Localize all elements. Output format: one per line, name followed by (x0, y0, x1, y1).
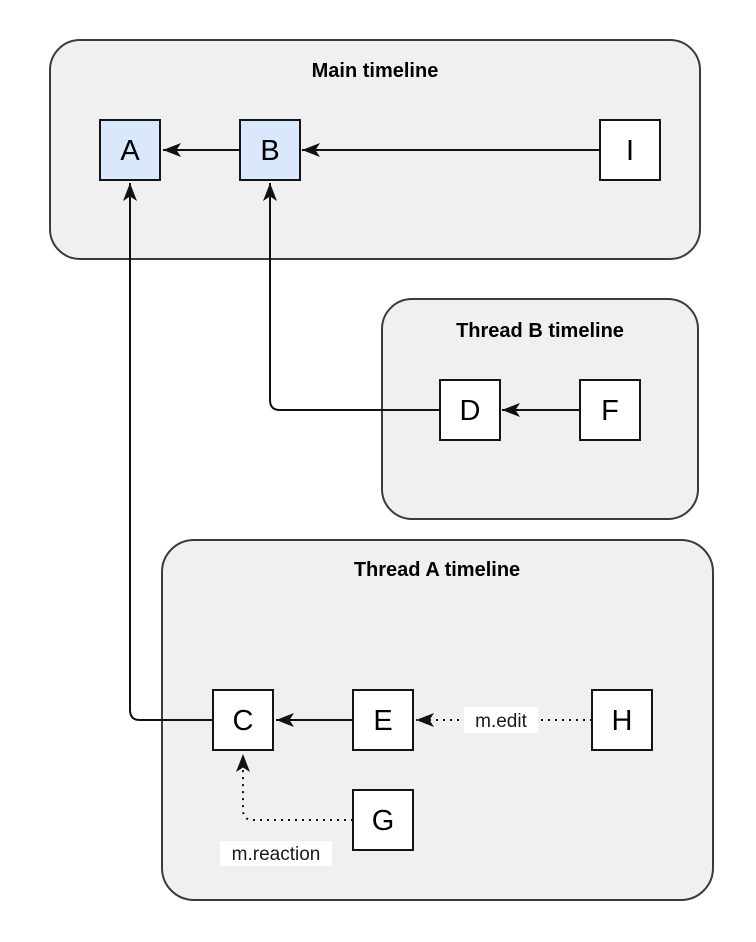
node-f: F (579, 379, 641, 441)
edge-label-m-edit: m.edit (464, 707, 538, 733)
node-i-label: I (626, 135, 634, 167)
node-i: I (599, 119, 661, 181)
node-d-label: D (460, 395, 481, 427)
node-a: A (99, 119, 161, 181)
node-i-box (599, 119, 661, 181)
m-edit-label: m.edit (475, 711, 527, 732)
node-c-label: C (233, 705, 254, 737)
node-d-box (439, 379, 501, 441)
node-f-label: F (601, 395, 619, 427)
node-b-label: B (260, 135, 279, 167)
node-c: C (212, 689, 274, 751)
edge-c-to-a (123, 183, 213, 721)
edge-d-to-b (263, 183, 440, 411)
main-timeline-title: Main timeline (312, 60, 439, 82)
m-reaction-label: m.reaction (232, 844, 321, 865)
node-a-label: A (120, 135, 140, 167)
node-b: B (239, 119, 301, 181)
node-f-box (579, 379, 641, 441)
node-h: H (591, 689, 653, 751)
node-g-label: G (372, 805, 395, 837)
node-d: D (439, 379, 501, 441)
m-edit-label-background (464, 707, 538, 733)
node-e-label: E (373, 705, 392, 737)
thread-a-timeline-title: Thread A timeline (354, 559, 520, 581)
node-h-label: H (612, 705, 633, 737)
node-h-box (591, 689, 653, 751)
m-reaction-label-background (220, 841, 332, 866)
edge-label-m-reaction: m.reaction (220, 841, 332, 866)
node-a-box (99, 119, 161, 181)
edges (123, 143, 600, 821)
node-g: G (352, 789, 414, 851)
node-b-box (239, 119, 301, 181)
node-c-box (212, 689, 274, 751)
node-e-box (352, 689, 414, 751)
node-e: E (352, 689, 414, 751)
node-g-box (352, 789, 414, 851)
thread-b-timeline-title: Thread B timeline (456, 320, 624, 342)
